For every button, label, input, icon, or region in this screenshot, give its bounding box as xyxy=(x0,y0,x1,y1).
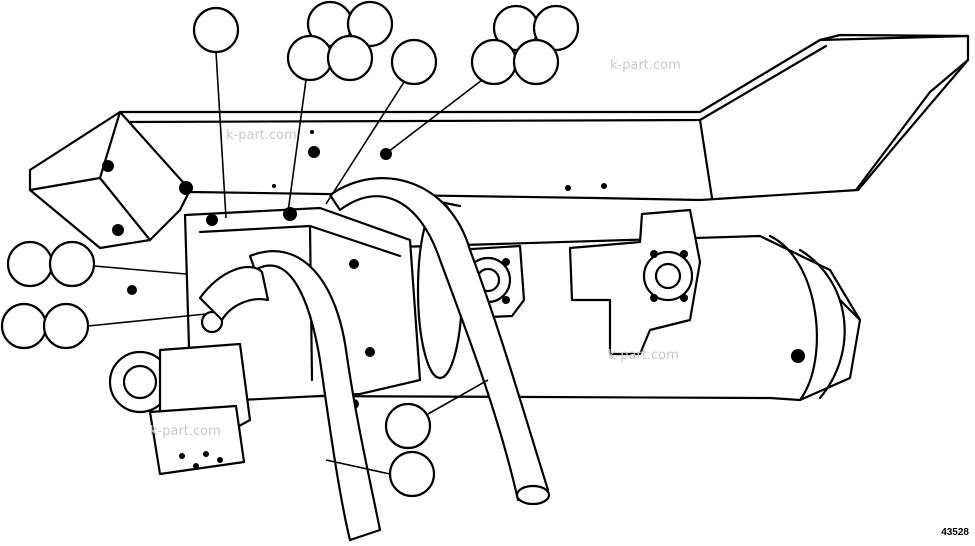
upper-tray xyxy=(118,33,970,202)
pump-motor xyxy=(108,285,252,476)
callout-balloon xyxy=(48,240,96,288)
hoses xyxy=(198,177,551,542)
callout-balloon xyxy=(390,38,438,86)
callout-balloon xyxy=(388,450,436,498)
callout-balloon xyxy=(42,302,90,350)
right-flange xyxy=(568,208,702,356)
watermark: k-part.com xyxy=(226,128,297,143)
callout-balloon xyxy=(346,0,394,48)
tray-fasteners xyxy=(272,130,607,191)
leader-lines xyxy=(87,51,489,475)
watermark: k-part.com xyxy=(608,348,679,363)
watermark: k-part.com xyxy=(150,424,221,439)
callout-balloon xyxy=(532,4,580,52)
callout-balloon xyxy=(326,34,374,82)
watermark: k-part.com xyxy=(610,58,681,73)
callout-balloon xyxy=(384,402,432,450)
callout-balloon xyxy=(512,38,560,86)
left-bracket xyxy=(28,110,193,250)
callout-balloons xyxy=(0,0,580,498)
callout-balloon xyxy=(286,34,334,82)
callout-balloon xyxy=(6,240,54,288)
callout-balloon xyxy=(0,302,48,350)
callout-balloon xyxy=(192,6,240,54)
part-number: 43528 xyxy=(941,527,969,538)
callout-balloon xyxy=(470,38,518,86)
